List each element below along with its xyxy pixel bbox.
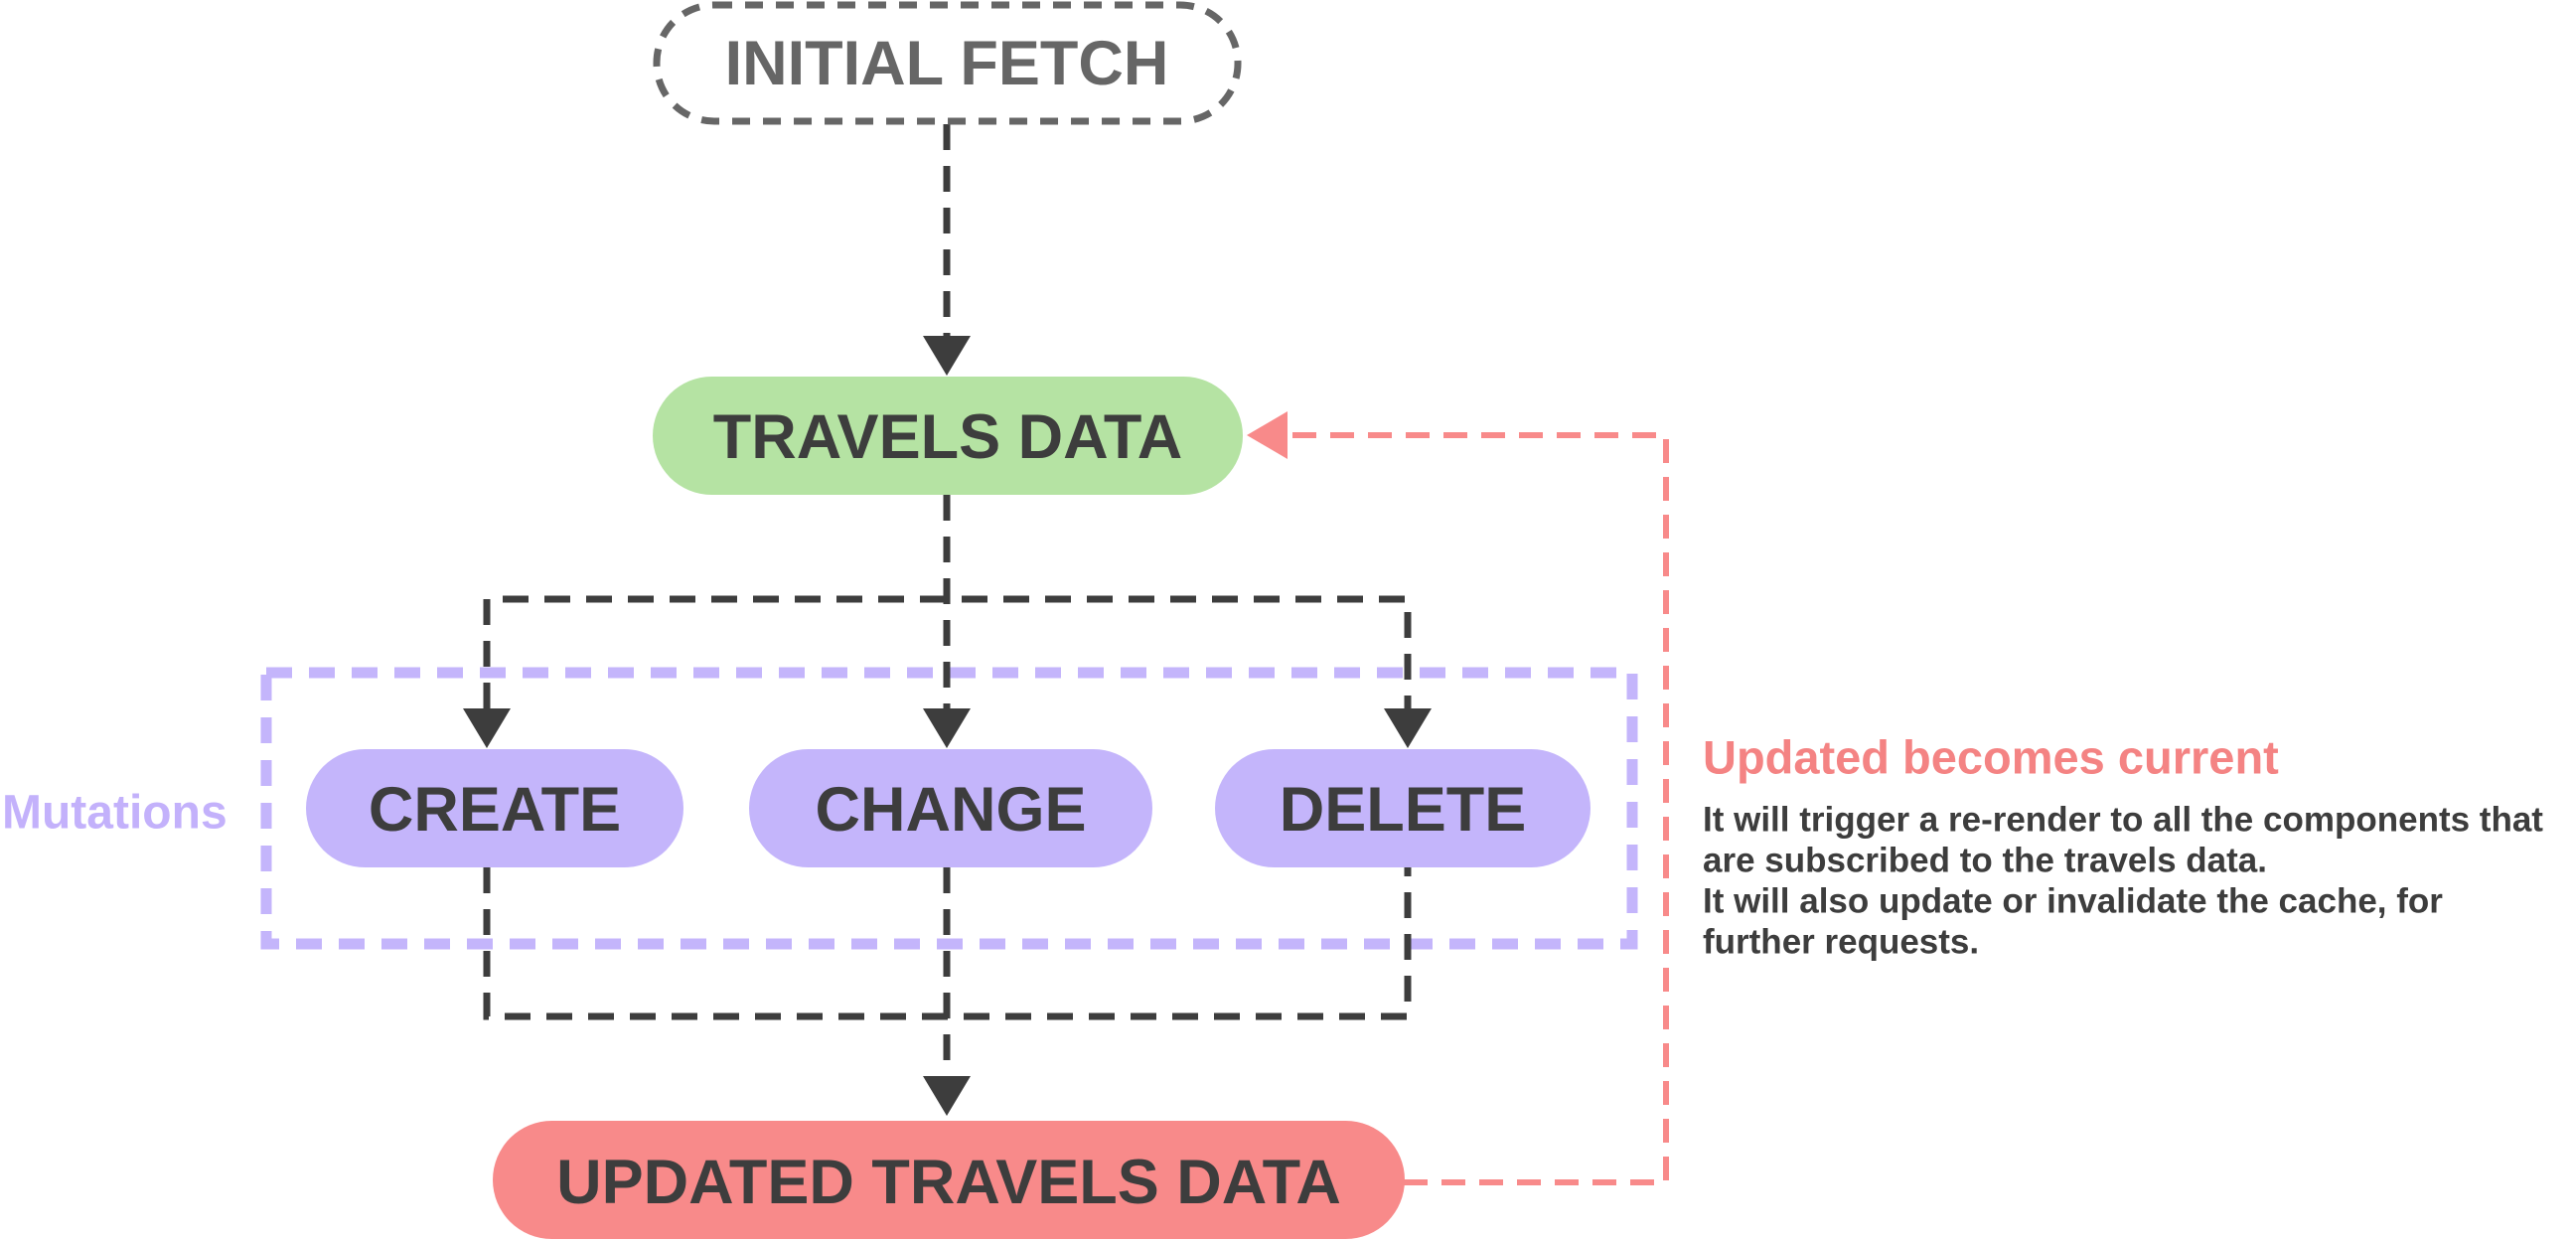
feedback-loop-arrowhead xyxy=(1247,411,1288,459)
mutations-group-box xyxy=(260,667,1638,950)
note-line-1: It will trigger a re-render to all the c… xyxy=(1703,801,2543,840)
note-line-4: further requests. xyxy=(1703,923,1979,962)
arrowhead-to-delete xyxy=(1384,708,1432,748)
travels-data-node xyxy=(653,377,1243,495)
arrowhead-to-create xyxy=(463,708,511,748)
arrowheads xyxy=(463,336,1432,1116)
note-line-2: are subscribed to the travels data. xyxy=(1703,842,2267,880)
initial-fetch-node xyxy=(653,1,1242,125)
delete-node xyxy=(1215,749,1591,867)
change-label: CHANGE xyxy=(815,775,1086,845)
create-label: CREATE xyxy=(369,775,621,845)
create-node xyxy=(306,749,683,867)
note-line-3: It will also update or invalidate the ca… xyxy=(1703,882,2443,921)
updated-travels-data-label: UPDATED TRAVELS DATA xyxy=(556,1148,1341,1217)
feedback-loop-connector xyxy=(1282,432,1669,1185)
note-title: Updated becomes current xyxy=(1703,731,2279,784)
arrowhead-to-travels xyxy=(923,336,971,376)
arrowhead-to-change xyxy=(923,708,971,748)
connector-split-bus xyxy=(483,595,1412,708)
updated-travels-data-node xyxy=(493,1121,1405,1239)
arrowhead-to-updated xyxy=(923,1076,971,1116)
mutations-label: Mutations xyxy=(2,787,227,840)
change-node xyxy=(749,749,1152,867)
delete-label: DELETE xyxy=(1280,775,1527,845)
initial-fetch-label: INITIAL FETCH xyxy=(725,29,1169,98)
connectors xyxy=(483,124,1412,1076)
travels-data-label: TRAVELS DATA xyxy=(713,402,1182,472)
